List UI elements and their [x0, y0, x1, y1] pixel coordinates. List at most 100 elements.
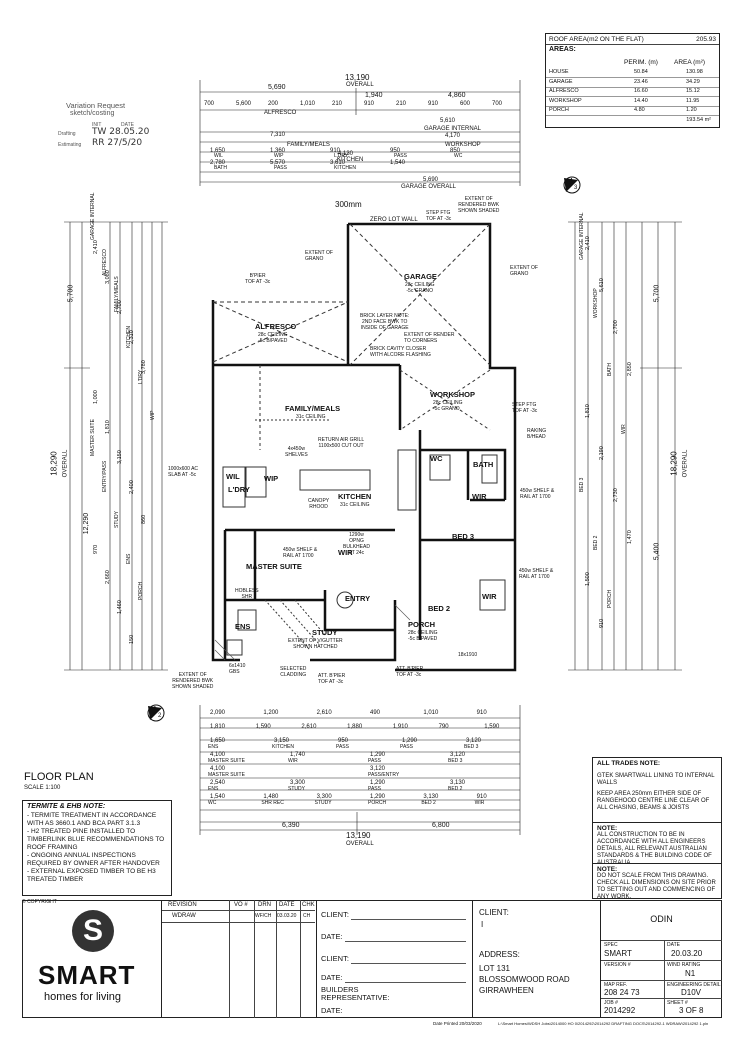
- bottom-dim-value: 3,130: [450, 780, 466, 786]
- bottom-dim-label: PASS/ENTRY: [368, 772, 400, 778]
- roof-row-area: 1.20: [686, 107, 697, 113]
- floor-plan-scale: SCALE 1:100: [24, 785, 61, 791]
- left-dim-label: WIP: [150, 410, 156, 420]
- section-marker-top-sub: 3: [574, 185, 578, 191]
- eng-value: D10V: [681, 988, 702, 997]
- shelf-rail-note-2: 450w SHELF & RAIL AT 1700: [283, 547, 318, 559]
- left-dim-value: 3,150: [117, 450, 123, 464]
- room-garage-sub: 28c CEILING -5c GRANO: [405, 282, 435, 294]
- bottom-dim-value: 2,610: [301, 724, 317, 730]
- zero-lot-wall-note: ZERO LOT WALL: [370, 217, 418, 223]
- room-ens: ENS: [235, 622, 251, 631]
- roof-row-perim: 23.46: [634, 78, 648, 85]
- bpier-note: B'PIER TOF AT -3c: [245, 273, 271, 285]
- roof-grand-total: 193.54 m²: [686, 117, 711, 123]
- shelf-rail-note: 450w SHELF & RAIL AT 1700: [520, 488, 555, 500]
- top-left-dim: 5,690: [268, 84, 286, 91]
- section-marker-bottom-sub: 2: [158, 713, 162, 719]
- rev-col-revision: REVISION: [168, 902, 197, 908]
- variation-col-date: DATE: [121, 122, 134, 128]
- left-dim-value: 2,310: [129, 330, 135, 344]
- col-area: AREA (m²): [674, 59, 706, 66]
- room-porch-sub: 28c CEILING -5c B/PAVED: [408, 630, 438, 642]
- bottom-overall-dim: 13,190: [346, 831, 371, 840]
- mapref-label: MAP REF.: [604, 982, 627, 988]
- top-garage-internal-dim: 5,610: [440, 118, 456, 124]
- roof-row-name: GARAGE: [549, 78, 573, 85]
- job-details: ODIN SPEC SMART DATE 20.03.20 VERSION # …: [601, 900, 722, 1018]
- variation-subtitle: sketch/costing: [70, 110, 115, 117]
- client-signature-block: CLIENT: DATE: CLIENT: DATE: BUILDERS REP…: [317, 900, 473, 1018]
- bottom-dim-value: 2,610: [316, 710, 332, 716]
- roof-row-area: 11.95: [686, 97, 700, 104]
- bottom-dim-value: 910: [476, 794, 487, 800]
- top-dim-r1-value: 200: [268, 101, 279, 107]
- dim-300mm: 300mm: [335, 200, 362, 209]
- extent-grano-note-2: EXTENT OF GRANO: [510, 265, 538, 277]
- bottom-dim-value: 1,290: [370, 780, 386, 786]
- version-label: VERSION #: [604, 962, 631, 968]
- top-dim-room-value: 1,650: [210, 148, 226, 154]
- variation-estimating-value: RR 27/5/20: [92, 138, 143, 148]
- shelves-note: 4x450w SHELVES: [285, 446, 308, 458]
- variation-drafting-value: TW 28.05.20: [92, 127, 150, 137]
- left-dim-label: STUDY: [114, 511, 120, 528]
- left-dim-value: 1,460: [117, 600, 123, 614]
- address-label: ADDRESS:: [479, 950, 520, 959]
- rev-row-date: 03.03.20: [277, 913, 297, 919]
- top-dim-room-value: 1,360: [270, 148, 286, 154]
- general-note: NOTE: ALL CONSTRUCTION TO BE IN ACCORDAN…: [592, 822, 722, 866]
- scale-note-title: NOTE:: [597, 866, 618, 873]
- extent-render-note: EXTENT OF RENDER TO CORNERS: [404, 332, 455, 344]
- bottom-dim-label: PASS: [368, 786, 381, 792]
- room-kitchen: KITCHEN: [338, 492, 372, 501]
- footer-printed: Date Printed 20/03/2020: [433, 1021, 482, 1026]
- shelf-rail-note-3: 450w SHELF & RAIL AT 1700: [519, 568, 554, 580]
- roof-row-name: HOUSE: [549, 69, 569, 75]
- bottom-dim-value: 4,100: [210, 752, 226, 758]
- address-street: BLOSSOMWOOD ROAD: [479, 975, 570, 984]
- rev-col-vo: VO #: [234, 902, 248, 908]
- right-overall-label: OVERALL: [682, 449, 689, 478]
- top-dim-room-value: 910: [330, 148, 341, 154]
- left-dim-value: 3,080: [105, 270, 111, 284]
- top-garage-overall-label: GARAGE OVERALL: [401, 184, 457, 190]
- roof-row-area: 34.29: [686, 78, 700, 85]
- bottom-dim-label: ENS: [208, 786, 219, 792]
- bottom-dim-label: WC: [208, 800, 217, 806]
- brick-layer-note: BRICK LAYER NOTE: 2ND FACE BWK TO INSIDE…: [360, 313, 410, 331]
- termite-item: - TERMITE TREATMENT IN ACCORDANCE WITH A…: [27, 812, 157, 827]
- top-dim-r1-value: 5,600: [236, 101, 252, 107]
- roof-area-total: 205.93: [696, 36, 716, 43]
- bottom-dim-value: 2,540: [210, 780, 226, 786]
- room-wip: WIP: [264, 474, 279, 483]
- roof-row-perim: 4.80: [634, 107, 645, 113]
- dim-18x1910: 18x1910: [458, 652, 478, 658]
- room-porch: PORCH: [408, 620, 436, 629]
- top-dim-room-label: WIP: [274, 153, 284, 159]
- bottom-dim-value: 3,120: [450, 752, 466, 758]
- termite-item: - H2 TREATED PINE INSTALLED TO TIMBERLIN…: [27, 828, 165, 851]
- bottom-dim-label: BED 3: [464, 744, 479, 750]
- all-trades-note: ALL TRADES NOTE: GTEK SMARTWALL LINING T…: [592, 757, 722, 823]
- termite-item: - EXTERNAL EXPOSED TIMBER TO BE H3 TREAT…: [27, 868, 156, 883]
- rev-col-date: DATE: [279, 902, 295, 908]
- termite-items: - TERMITE TREATMENT IN ACCORDANCE WITH A…: [27, 812, 167, 884]
- rev-row-drn: WF/CH: [255, 913, 272, 919]
- all-trades-line1: GTEK SMARTWALL LINING TO INTERNAL WALLS: [597, 773, 715, 786]
- bottom-dim-value: 950: [338, 738, 349, 744]
- left-dim-value: 860: [141, 514, 147, 524]
- right-dim-value: 2,730: [613, 488, 619, 502]
- opening-note: 1290w OPNG BULKHEAD AT 24c: [343, 532, 370, 556]
- roof-area-table: ROOF AREA(m2 ON THE FLAT) 205.93 AREAS: …: [545, 33, 720, 128]
- bottom-dim-label: WIR: [474, 800, 485, 806]
- footer-path: L:\Smart Homes\WDSH Jobs\2014000 HO 0\20…: [498, 1021, 709, 1026]
- roof-row-name: WORKSHOP: [549, 97, 582, 104]
- areas-label: AREAS:: [549, 46, 576, 53]
- bottom-dim-value: 1,010: [423, 710, 439, 716]
- sheet-label: SHEET #: [667, 1000, 688, 1006]
- top-dim-room-value: 850: [450, 148, 461, 154]
- roof-row-divider: [546, 105, 719, 107]
